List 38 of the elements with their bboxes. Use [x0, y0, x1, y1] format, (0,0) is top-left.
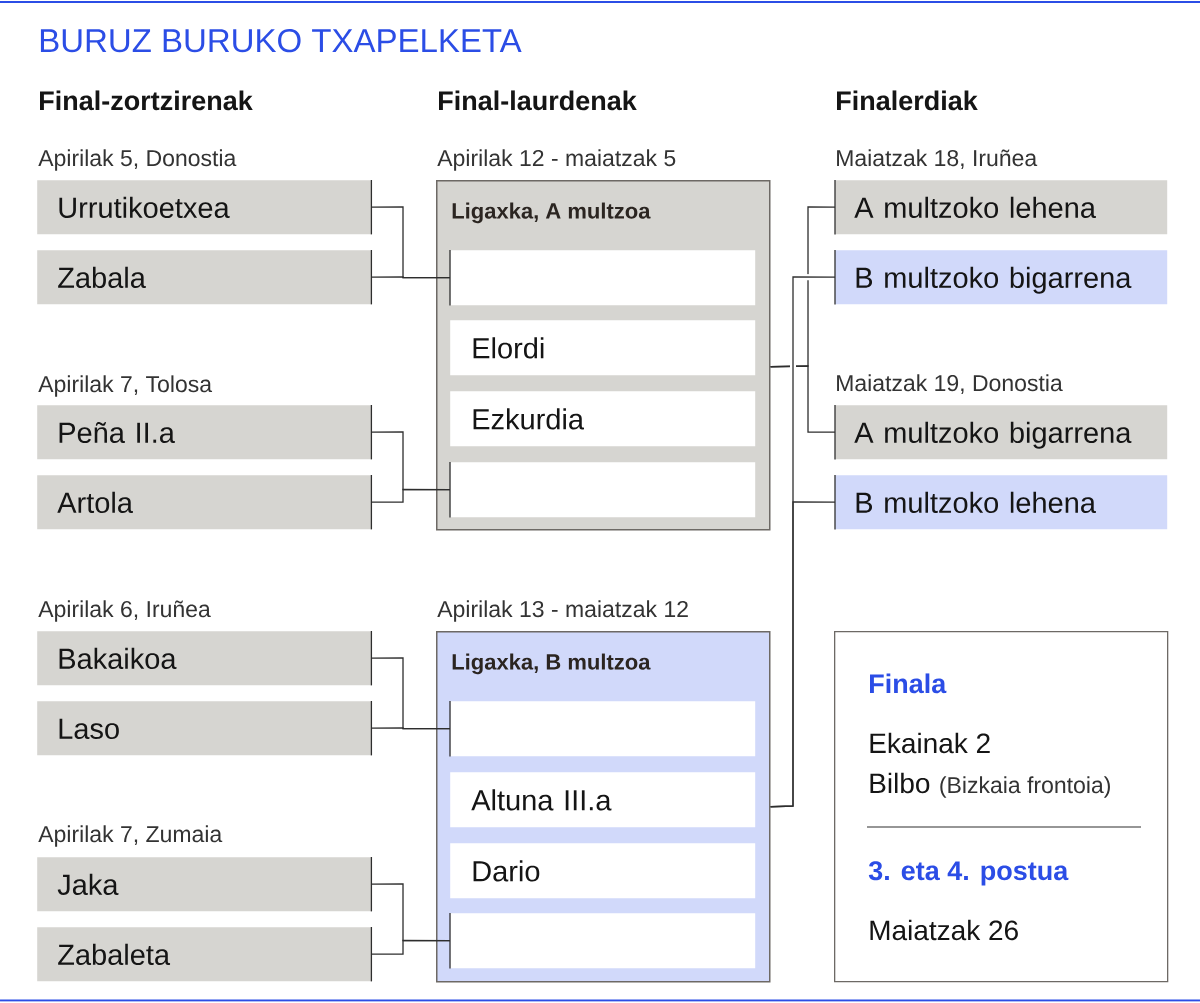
empty-slot — [449, 700, 756, 758]
venue-note: (Bizkaia frontoia) — [940, 776, 1110, 798]
heading: Finala — [870, 673, 947, 694]
connector-line — [769, 365, 836, 433]
column-heading: Final-zortzirenak — [40, 90, 253, 111]
entry-box: Elordi — [450, 320, 756, 376]
entry-box: Bakaikoa — [37, 630, 373, 687]
column-heading: Finalerdiak — [837, 90, 978, 111]
entry-box: Zabaleta — [37, 926, 373, 983]
entry-box: Laso — [37, 700, 373, 757]
entry-box: A multzoko bigarrena — [834, 404, 1168, 461]
title: BURUZ BURUKO TXAPELKETA — [40, 28, 522, 53]
connector-line — [370, 939, 451, 955]
entry-box: Ezkurdia — [450, 391, 756, 447]
connector-line — [370, 727, 451, 730]
entry-box: Artola — [37, 474, 373, 531]
venue-text: Bilbo — [870, 772, 930, 794]
entry-box: Jaka — [37, 856, 373, 913]
entry-box: Urrutikoetxea — [37, 179, 373, 236]
column-heading: Final-laurdenak — [439, 90, 637, 111]
empty-slot — [449, 461, 756, 519]
heading: 3. eta 4. postua — [868, 861, 1069, 886]
date-label: Apirilak 12 - maiatzak 5 — [437, 149, 676, 171]
date-label: Apirilak 13 - maiatzak 12 — [437, 600, 688, 622]
empty-slot — [449, 249, 756, 307]
entry-box: Zabala — [37, 249, 373, 306]
entry-box: Altuna III.a — [450, 772, 756, 828]
entry-box: Dario — [450, 843, 756, 899]
entry-box: A multzoko lehena — [834, 179, 1168, 236]
connector-line — [370, 488, 451, 503]
date-text: Maiatzak 26 — [870, 919, 1018, 941]
entry-box: B multzoko lehena — [834, 474, 1168, 531]
empty-slot — [449, 912, 756, 970]
connector-line — [769, 501, 836, 808]
entry-box: Peña II.a — [37, 404, 373, 461]
entry-box: B multzoko bigarrena — [834, 249, 1168, 306]
connector-line — [370, 276, 451, 279]
date-text: Ekainak 2 — [870, 732, 990, 754]
